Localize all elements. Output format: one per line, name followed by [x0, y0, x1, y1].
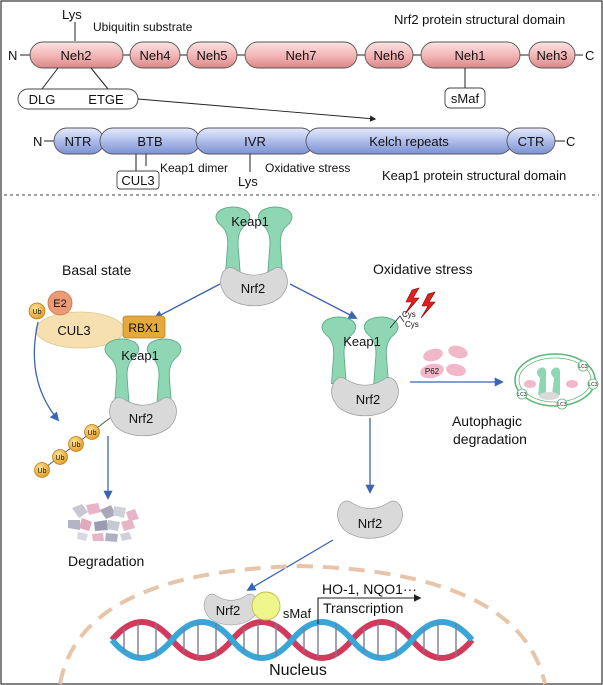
ox-keap1-label: Keap1	[343, 334, 381, 349]
rbx1-label: RBX1	[128, 321, 160, 335]
smaf-protein	[251, 591, 281, 621]
autophagic-label-2: degradation	[453, 431, 527, 447]
arrow-to-oxidative	[289, 283, 358, 319]
lc3-label-1: LC3	[578, 364, 587, 370]
p62-blob-1	[423, 348, 443, 362]
neh7-label: Neh7	[285, 48, 316, 63]
transcription-label: Transcription	[323, 600, 403, 616]
p62-blob-3	[420, 363, 444, 379]
autophagic-label-1: Autophagic	[452, 413, 522, 429]
cul3-box	[116, 170, 160, 190]
nrf2-segment-neh6	[364, 41, 414, 69]
nuclear-smaf-label: sMaf	[283, 606, 312, 621]
keap1-dimer-label: Keap1 dimer	[160, 161, 228, 175]
neh1-label: Neh1	[454, 48, 485, 63]
nucleus-membrane	[58, 563, 547, 685]
arrow-to-basal	[153, 283, 221, 319]
ub-3-label: Ub	[56, 455, 65, 462]
etge-label: ETGE	[88, 92, 124, 107]
neh2-label: Neh2	[60, 48, 91, 63]
e2-shape	[47, 290, 73, 316]
cys-label-2: Cys	[405, 320, 419, 329]
top-nrf2-label: Nrf2	[241, 281, 266, 296]
smaf-box	[444, 87, 486, 109]
pathway-diagram: Keap1 Nrf2 Basal state Oxidative stress …	[28, 206, 599, 685]
keap1-segment-ctr	[506, 127, 556, 155]
keap1-domain-map: N C NTR BTB IVR Kelch repeats CTR CUL3 K…	[33, 127, 575, 190]
keap1-c-terminus: C	[566, 134, 575, 149]
arrow-to-nucleus	[246, 539, 334, 591]
etge-to-kelch-arrow	[137, 98, 377, 122]
top-keap1-label: Keap1	[231, 214, 269, 229]
lightning-icon-2	[420, 291, 436, 319]
ub-4	[34, 462, 50, 478]
ub-3	[52, 449, 68, 465]
nrf2-lys-label: Lys	[62, 7, 82, 22]
lc3-label-3: LC3	[557, 402, 566, 408]
degradation-label: Degradation	[68, 553, 144, 569]
ub-2	[68, 436, 84, 452]
nrf2-segment-neh5	[186, 41, 238, 69]
neh4-label: Neh4	[139, 48, 170, 63]
keap1-domain-title: Keap1 protein structural domain	[382, 168, 566, 183]
ub-on-e2-label: Ub	[33, 309, 42, 316]
ub-1	[84, 424, 100, 440]
neh3-label: Neh3	[536, 48, 567, 63]
dna-helix	[109, 619, 475, 661]
dlg-label: DLG	[29, 92, 56, 107]
ub-1-label: Ub	[88, 430, 97, 437]
ntr-label: NTR	[65, 134, 92, 149]
ox-keap1-dimer	[321, 316, 399, 385]
nrf2-n-terminus: N	[8, 48, 17, 63]
nrf2-segment-neh3	[528, 41, 576, 69]
btb-label: BTB	[137, 134, 162, 149]
nucleus-label: Nucleus	[269, 662, 327, 679]
p62-blob-4	[446, 363, 466, 377]
p62-blob-2	[448, 345, 468, 359]
nrf2-segment-neh1	[420, 41, 521, 69]
nrf2-c-terminus: C	[585, 48, 594, 63]
transcription-arrow	[317, 594, 422, 624]
neh5-label: Neh5	[196, 48, 227, 63]
basal-nrf2-label: Nrf2	[129, 411, 154, 426]
keap1-n-terminus: N	[33, 134, 42, 149]
lc3-label-2: LC3	[588, 382, 597, 388]
cys-label-1: Cys	[402, 310, 416, 319]
nrf2-segment-neh7	[244, 41, 358, 69]
ctr-label: CTR	[518, 134, 545, 149]
nrf2-domain-title: Nrf2 protein structural domain	[394, 12, 565, 27]
autophagosome: LC3 LC3 LC3 LC3	[514, 353, 599, 410]
nrf2-segment-neh4	[129, 41, 181, 69]
free-nrf2-label: Nrf2	[358, 516, 383, 531]
ub-2-label: Ub	[72, 442, 81, 449]
ub-on-e2	[28, 302, 46, 320]
ubiquitin-substrate-label: Ubiquitin substrate	[93, 20, 193, 34]
rbx1-box	[122, 315, 166, 339]
cul3-label: CUL3	[57, 323, 90, 338]
nrf2-domain-map: Nrf2 protein structural domain Lys Ubiqu…	[8, 7, 594, 122]
degradation-fragments	[68, 503, 139, 542]
basal-keap1-label: Keap1	[121, 348, 159, 363]
nrf2-smaf-label: sMaf	[451, 91, 480, 106]
kelch-label: Kelch repeats	[369, 134, 449, 149]
ivr-label: IVR	[244, 134, 266, 149]
lc3-label-4: LC3	[517, 392, 526, 398]
nrf2-segment-neh2	[29, 41, 124, 69]
basal-state-label: Basal state	[62, 262, 131, 278]
keap1-oxidative-label: Oxidative stress	[265, 161, 350, 175]
keap1-lys-label: Lys	[238, 174, 258, 189]
ub-4-label: Ub	[38, 468, 47, 475]
nuclear-nrf2-label: Nrf2	[216, 603, 241, 618]
lightning-icon	[404, 287, 420, 315]
p62-label: P62	[425, 367, 440, 376]
ox-nrf2-label: Nrf2	[356, 392, 381, 407]
keap1-cul3-label: CUL3	[121, 173, 154, 188]
target-genes-label: HO-1, NQO1···	[322, 581, 417, 597]
oxidative-stress-label: Oxidative stress	[373, 261, 473, 277]
e2-label: E2	[53, 298, 66, 310]
neh6-label: Neh6	[373, 48, 404, 63]
ub-transfer-arrow	[33, 321, 60, 422]
